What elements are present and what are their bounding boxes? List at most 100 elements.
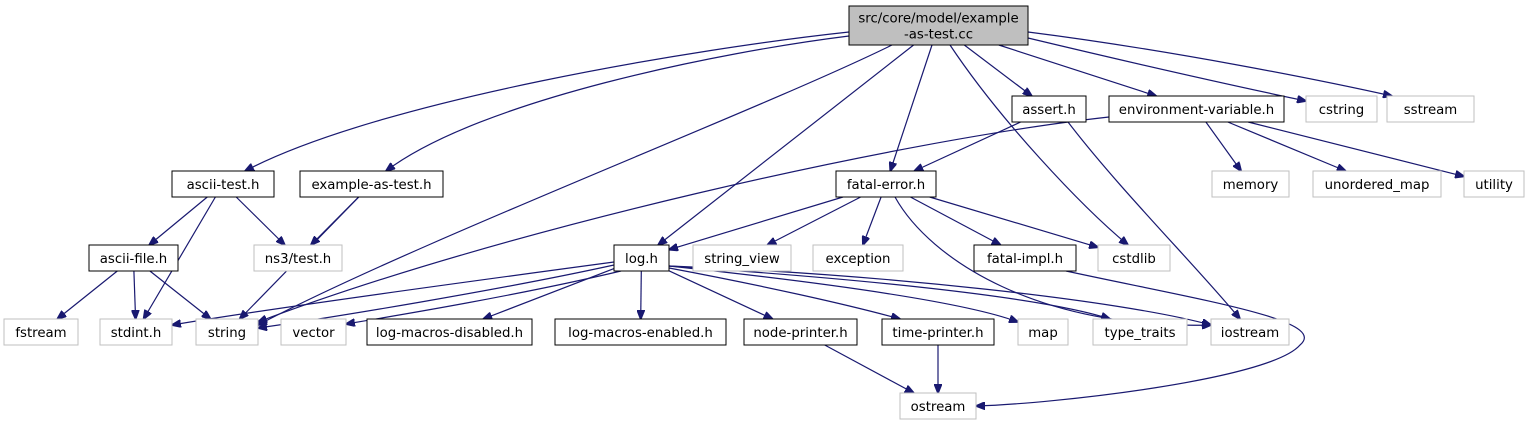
edge-assert-to-iostream <box>1067 121 1240 319</box>
node-label: ascii-test.h <box>187 178 260 193</box>
edge-root-to-asciitest <box>245 31 850 171</box>
edges-layer <box>57 31 1464 406</box>
edge-assert-to-fatalerror <box>914 121 1021 171</box>
node-label: memory <box>1223 178 1279 193</box>
edge-log-to-logmacrosdis <box>483 268 615 319</box>
edge-root-to-cstdlib <box>949 44 1128 245</box>
node-box <box>171 170 275 198</box>
node-box <box>1108 95 1285 123</box>
edge-asciitest-to-asciifile <box>149 196 208 245</box>
node-box <box>366 318 533 346</box>
edge-envvar-to-utility <box>1247 121 1464 176</box>
edge-fatalerror-to-log <box>669 196 844 250</box>
node-string: string <box>195 318 259 346</box>
node-string_view: string_view <box>692 244 792 272</box>
edge-fatalerror-to-fatalimpl <box>910 196 1000 245</box>
edge-root-to-sstream <box>1027 31 1392 96</box>
node-label: ascii-file.h <box>100 252 167 267</box>
node-fstream: fstream <box>3 318 79 346</box>
edge-log-to-logmacrosen <box>641 270 642 319</box>
node-cstdlib: cstdlib <box>1097 244 1171 272</box>
edge-root-to-cstring <box>1027 37 1306 101</box>
node-logmacrosen[interactable]: log-macros-enabled.h <box>554 318 727 346</box>
node-box <box>1092 318 1188 346</box>
node-box <box>692 244 792 272</box>
node-box <box>1386 95 1475 123</box>
node-assert[interactable]: assert.h <box>1011 95 1087 123</box>
node-root[interactable]: src/core/model/example-as-test.cc <box>848 5 1029 46</box>
node-label: -as-test.cc <box>904 28 973 43</box>
edge-log-to-stdint <box>172 261 615 325</box>
node-box <box>1211 170 1290 198</box>
node-box <box>881 318 995 346</box>
node-label: string <box>208 326 246 341</box>
node-box <box>253 244 343 272</box>
node-label: exception <box>826 252 891 267</box>
edge-root-to-exastest <box>386 35 850 171</box>
edge-root-to-fatalerror <box>890 44 933 171</box>
node-box <box>1305 95 1378 123</box>
node-label: unordered_map <box>1325 178 1430 193</box>
node-label: fatal-impl.h <box>987 252 1063 267</box>
node-envvar[interactable]: environment-variable.h <box>1108 95 1285 123</box>
node-label: node-printer.h <box>753 326 847 341</box>
node-label: ns3/test.h <box>265 252 332 267</box>
node-box <box>848 5 1029 46</box>
node-unordered_map: unordered_map <box>1312 170 1442 198</box>
edge-log-to-vector <box>346 270 622 324</box>
edge-envvar-to-string <box>258 116 1110 322</box>
edge-nodeprinter-to-ostream <box>824 344 914 393</box>
node-memory: memory <box>1211 170 1290 198</box>
edge-root-to-assert <box>963 44 1032 96</box>
node-box <box>299 170 444 198</box>
node-utility: utility <box>1463 170 1525 198</box>
node-box <box>743 318 858 346</box>
node-box <box>613 244 670 272</box>
edge-asciifile-to-fstream <box>57 270 118 319</box>
node-box <box>195 318 259 346</box>
node-type_traits: type_traits <box>1092 318 1188 346</box>
node-nodeprinter[interactable]: node-printer.h <box>743 318 858 346</box>
nodes-layer: src/core/model/example-as-test.cc assert.… <box>3 5 1525 420</box>
node-box <box>1312 170 1442 198</box>
node-asciifile[interactable]: ascii-file.h <box>88 244 179 272</box>
node-label: ostream <box>911 400 966 415</box>
node-label: log-macros-enabled.h <box>568 326 713 341</box>
edge-asciitest-to-stdint <box>144 196 216 319</box>
node-box <box>899 392 977 420</box>
node-exception: exception <box>812 244 904 272</box>
node-label: vector <box>292 326 335 341</box>
node-timeprinter[interactable]: time-printer.h <box>881 318 995 346</box>
edge-fatalerror-to-string_view <box>767 196 861 245</box>
node-logmacrosdis[interactable]: log-macros-disabled.h <box>366 318 533 346</box>
edge-asciitest-to-ns3test <box>235 196 285 245</box>
edge-fatalerror-to-exception <box>863 196 882 245</box>
node-box <box>88 244 179 272</box>
node-label: cstring <box>1319 103 1364 118</box>
node-label: iostream <box>1221 326 1279 341</box>
edge-asciifile-to-stdint <box>134 270 136 319</box>
node-box <box>99 318 173 346</box>
node-label: fatal-error.h <box>847 178 925 193</box>
node-exastest[interactable]: example-as-test.h <box>299 170 444 198</box>
node-label: sstream <box>1404 103 1458 118</box>
node-box <box>1210 318 1290 346</box>
node-fatalerror[interactable]: fatal-error.h <box>835 170 937 198</box>
node-ns3test: ns3/test.h <box>253 244 343 272</box>
node-box <box>280 318 347 346</box>
node-box <box>1011 95 1087 123</box>
node-label: string_view <box>704 252 780 267</box>
edge-envvar-to-unordered_map <box>1227 121 1346 171</box>
node-box <box>1463 170 1525 198</box>
node-label: src/core/model/example <box>858 12 1018 27</box>
node-log[interactable]: log.h <box>613 244 670 272</box>
node-label: environment-variable.h <box>1119 103 1274 118</box>
node-label: time-printer.h <box>892 326 983 341</box>
node-fatalimpl[interactable]: fatal-impl.h <box>973 244 1077 272</box>
node-label: utility <box>1475 178 1513 193</box>
node-label: assert.h <box>1022 103 1076 118</box>
edge-envvar-to-memory <box>1205 121 1241 171</box>
node-vector: vector <box>280 318 347 346</box>
node-asciitest[interactable]: ascii-test.h <box>171 170 275 198</box>
edge-root-to-log <box>658 44 914 245</box>
